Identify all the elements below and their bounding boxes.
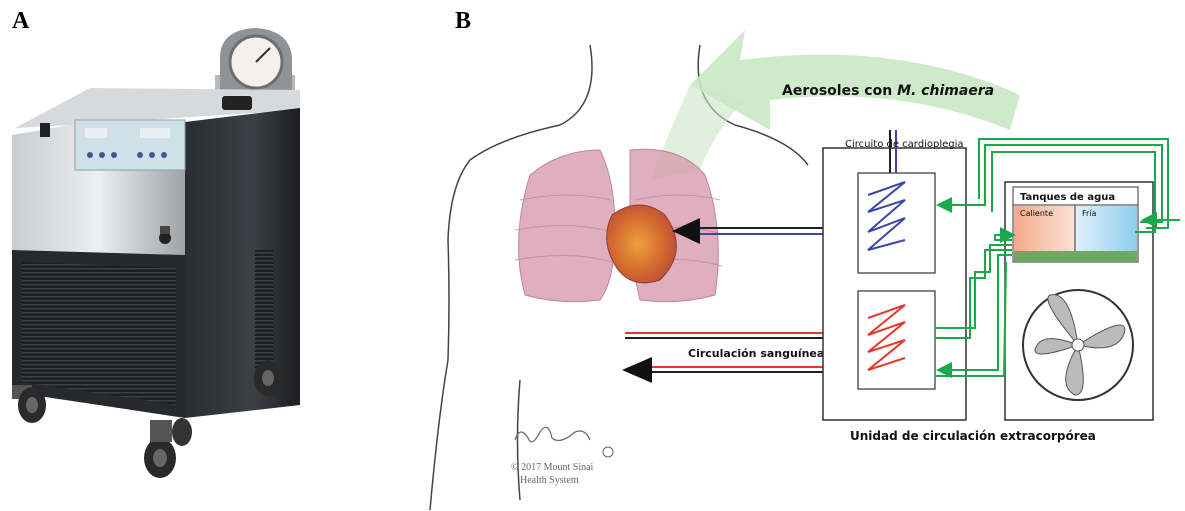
blood-arrow-head bbox=[622, 357, 652, 383]
side-panel bbox=[185, 108, 300, 418]
heater-cooler-device bbox=[12, 28, 300, 478]
display-window bbox=[40, 123, 50, 137]
signature-mark bbox=[515, 427, 613, 457]
cardioplegia-label: Circuito de cardioplegia bbox=[845, 139, 964, 150]
tanks-title: Tanques de agua bbox=[1020, 192, 1115, 203]
water-level bbox=[1014, 251, 1137, 262]
copyright-line1: © 2017 Mount Sinai bbox=[511, 462, 594, 473]
heart bbox=[607, 205, 677, 283]
aerosol-arrow bbox=[690, 30, 1020, 130]
copyright-line2: Health System bbox=[520, 475, 579, 486]
fan-icon bbox=[1023, 290, 1133, 400]
aerosol-label: Aerosoles con M. chimaera bbox=[782, 83, 994, 99]
blood-label: Circulación sanguínea bbox=[688, 347, 824, 360]
blood-exchanger bbox=[858, 291, 935, 389]
cold-label: Fría bbox=[1082, 209, 1097, 218]
fill-cap bbox=[222, 96, 252, 110]
side-vent bbox=[255, 250, 273, 370]
hot-label: Caliente bbox=[1020, 209, 1053, 218]
front-grille bbox=[22, 262, 176, 405]
control-panel bbox=[75, 120, 185, 170]
unit-label: Unidad de circulación extracorpórea bbox=[850, 429, 1096, 443]
